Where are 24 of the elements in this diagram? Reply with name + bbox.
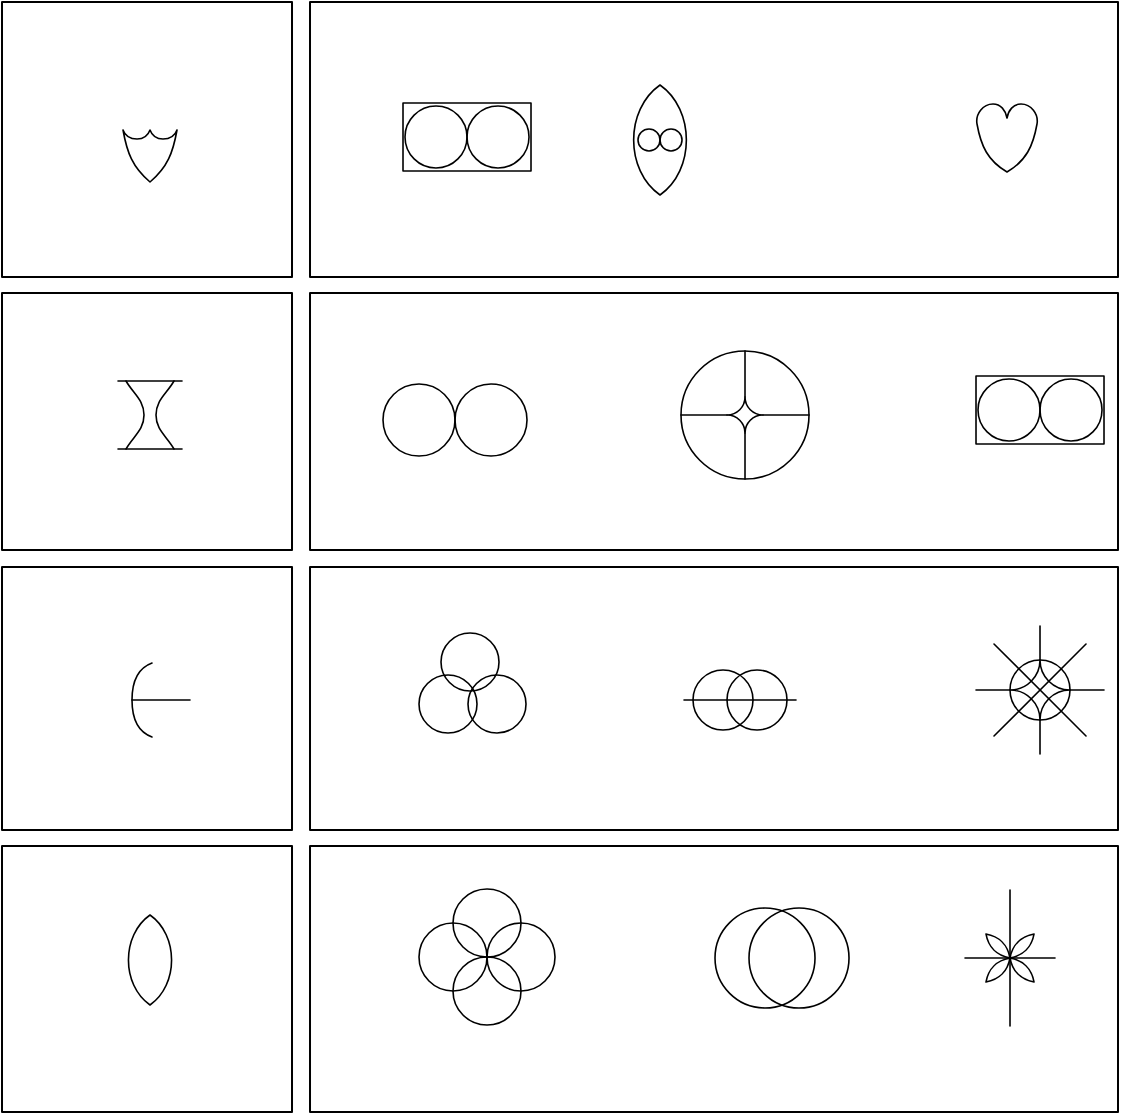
panel-box (309, 845, 1119, 1113)
panel-box (1, 292, 293, 551)
circle-star-drawing (680, 350, 810, 480)
panel-box (309, 292, 1119, 551)
arc-drawing (131, 662, 191, 738)
panel-box (1, 566, 293, 831)
four-circles-drawing (418, 888, 556, 1026)
two-circles-drawing (382, 383, 528, 457)
heart-drawing (975, 103, 1039, 173)
panel-box (309, 1, 1119, 278)
panel-box (1, 845, 293, 1113)
boxed-circles-drawing (402, 102, 532, 172)
panel-box (1, 1, 293, 278)
lens-circles-drawing (632, 84, 688, 196)
crossed-circles-drawing (683, 669, 797, 731)
hourglass-drawing (117, 380, 183, 450)
overlapping-circles-drawing (714, 907, 850, 1009)
lens-drawing (127, 914, 173, 1006)
shield-drawing (122, 129, 178, 183)
panel-box (309, 566, 1119, 831)
boxed-circles-drawing (975, 375, 1105, 445)
three-circles-drawing (418, 632, 527, 734)
flower-drawing (964, 889, 1056, 1027)
star-circle-drawing (975, 625, 1105, 755)
